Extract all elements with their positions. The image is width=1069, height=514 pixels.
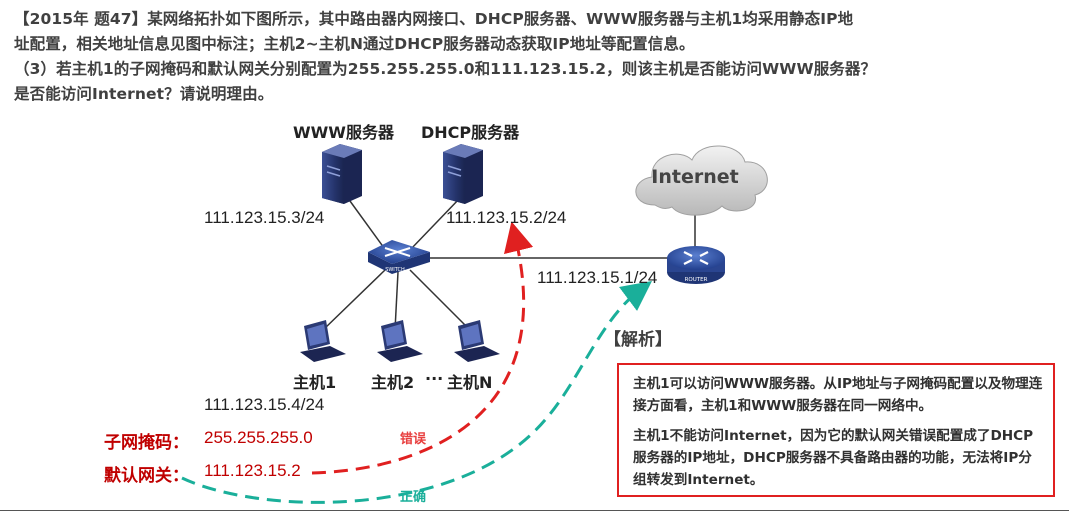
internet-label: Internet [651, 166, 738, 188]
right-tag: 正确 [400, 490, 427, 505]
link-switch-host2 [394, 271, 399, 331]
dhcp-server-label: DHCP服务器 [421, 123, 520, 142]
subnet-mask-value: 255.255.255.0 [204, 428, 313, 447]
wrong-gateway-arrow [311, 221, 534, 475]
host2-label: 主机2 [371, 373, 415, 392]
analysis-paragraph-1: 主机1可以访问WWW服务器。从IP地址与子网掩码配置以及物理连接方面看，主机1和… [633, 376, 1043, 414]
www-server-label: WWW服务器 [293, 123, 394, 142]
default-gateway-title: 默认网关： [104, 466, 189, 486]
www-server-icon [322, 144, 362, 204]
hostN-pc-icon [454, 320, 500, 362]
question-line-4: 是否能访问Internet？请说明理由。 [14, 85, 274, 103]
link-switch-host1 [322, 269, 386, 331]
question-line-1: 【2015年 题47】某网络拓扑如下图所示，其中路由器内网接口、DHCP服务器、… [14, 10, 854, 28]
link-dhcp-switch [409, 197, 461, 251]
host1-label: 主机1 [293, 373, 337, 392]
wrong-tag: 错误 [400, 432, 427, 447]
ellipsis-label: ··· [425, 369, 444, 388]
question-line-2: 址配置，相关地址信息见图中标注；主机2~主机N通过DHCP服务器动态获取IP地址… [14, 35, 695, 53]
dhcp-server-icon [443, 144, 483, 204]
default-gateway-value: 111.123.15.2 [204, 461, 301, 480]
host1-ip-label: 111.123.15.4/24 [204, 395, 325, 414]
link-switch-hostN [409, 269, 471, 331]
analysis-title: 【解析】 [604, 330, 672, 350]
hostN-label: 主机N [447, 373, 493, 392]
dhcp-ip-label: 111.123.15.2/24 [446, 208, 567, 227]
www-ip-label: 111.123.15.3/24 [204, 208, 325, 227]
switch-icon: SWITCH [368, 240, 430, 274]
analysis-box: 主机1可以访问WWW服务器。从IP地址与子网掩码配置以及物理连接方面看，主机1和… [617, 363, 1055, 497]
host2-pc-icon [377, 320, 423, 362]
router-text: ROUTER [685, 277, 708, 283]
subnet-mask-title: 子网掩码： [104, 433, 189, 453]
bottom-divider [0, 510, 1069, 511]
correct-gateway-arrow [181, 280, 652, 504]
question-line-3: （3）若主机1的子网掩码和默认网关分别配置为255.255.255.0和111.… [14, 60, 877, 78]
router-ip-label: 111.123.15.1/24 [537, 268, 658, 287]
internet-cloud-icon [635, 145, 768, 216]
switch-text: SWITCH [385, 267, 405, 273]
analysis-paragraph-2: 主机1不能访问Internet，因为它的默认网关错误配置成了DHCP服务器的IP… [633, 428, 1034, 488]
host1-pc-icon [300, 320, 346, 362]
router-icon: ROUTER [667, 246, 725, 284]
